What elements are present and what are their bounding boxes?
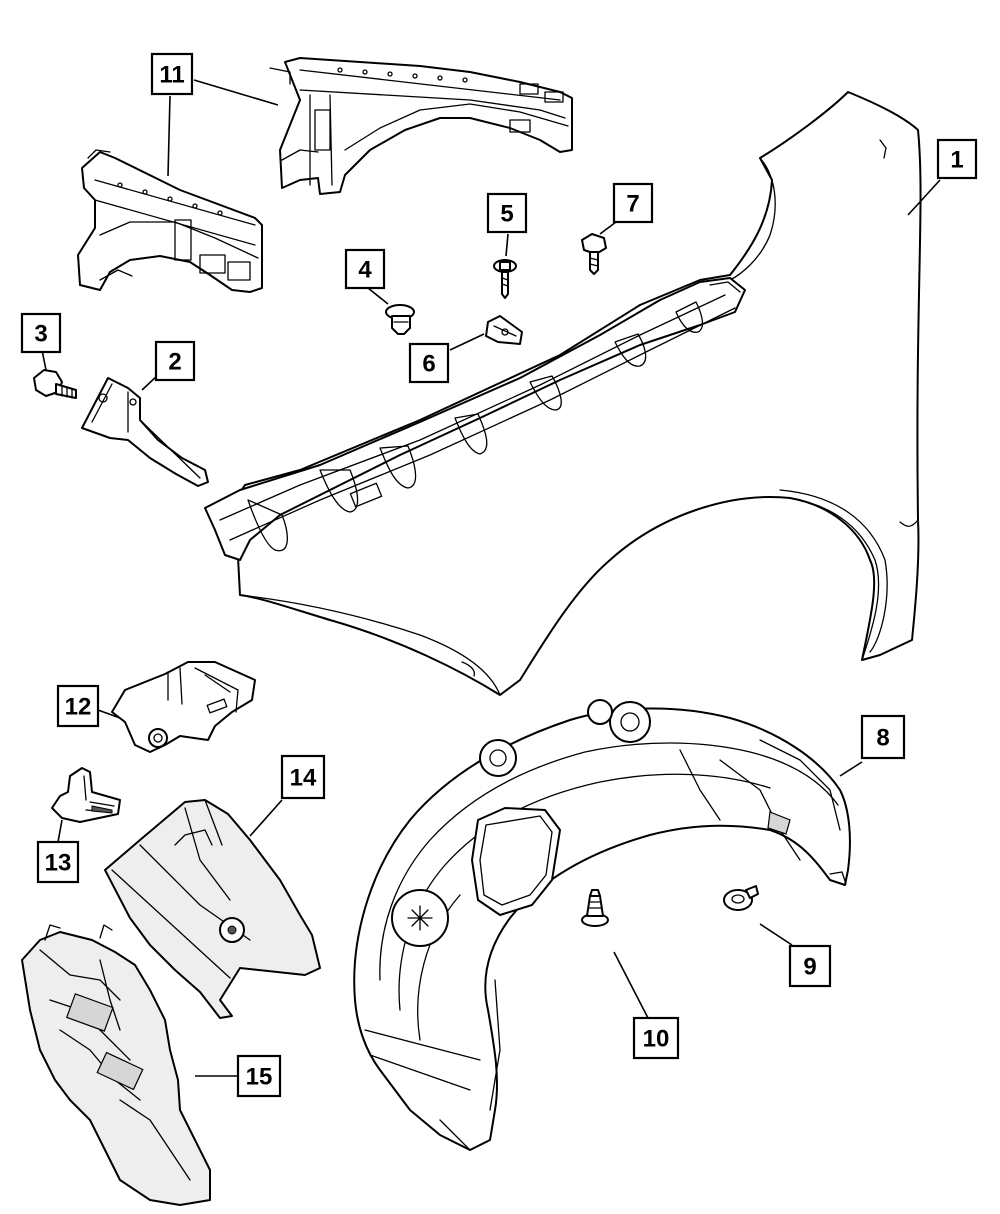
part-14-splash-shield bbox=[104, 799, 321, 1019]
part-2-fender-bracket bbox=[81, 377, 209, 487]
callout-13: 13 bbox=[36, 840, 80, 884]
leader-9 bbox=[759, 923, 793, 946]
part-10-push-pin bbox=[581, 889, 609, 927]
callout-8-label: 8 bbox=[876, 725, 889, 752]
part-8-wheelhouse-liner bbox=[353, 699, 851, 1151]
callout-10: 10 bbox=[632, 1016, 680, 1060]
callout-12: 12 bbox=[56, 684, 100, 728]
callout-9: 9 bbox=[788, 944, 832, 988]
leader-7 bbox=[599, 221, 617, 235]
callout-6-label: 6 bbox=[422, 351, 435, 378]
callout-1: 1 bbox=[936, 138, 978, 180]
part-5-screw bbox=[493, 259, 517, 299]
part-9-push-clip bbox=[723, 885, 759, 911]
leader-14 bbox=[249, 799, 283, 837]
callout-10-label: 10 bbox=[643, 1026, 670, 1053]
leader-1 bbox=[907, 179, 941, 216]
fender-mounting-flange bbox=[204, 277, 746, 561]
callout-5-label: 5 bbox=[500, 201, 513, 228]
leader-11a bbox=[193, 79, 279, 106]
callout-11: 11 bbox=[150, 52, 194, 96]
leader-3 bbox=[41, 349, 47, 371]
callout-3-label: 3 bbox=[34, 321, 47, 348]
part-13-mounting-bracket bbox=[51, 767, 121, 823]
leader-10 bbox=[613, 951, 649, 1019]
callout-9-label: 9 bbox=[803, 954, 816, 981]
callout-2-label: 2 bbox=[168, 349, 181, 376]
part-6-nut-clip bbox=[485, 315, 523, 345]
callout-12-label: 12 bbox=[65, 694, 92, 721]
callout-3: 3 bbox=[20, 312, 62, 354]
callout-7-label: 7 bbox=[626, 191, 639, 218]
callout-15-label: 15 bbox=[246, 1064, 273, 1091]
callout-7: 7 bbox=[612, 182, 654, 224]
callout-5: 5 bbox=[486, 192, 528, 234]
callout-4: 4 bbox=[344, 248, 386, 290]
callout-2: 2 bbox=[154, 340, 196, 382]
callout-13-label: 13 bbox=[45, 850, 72, 877]
callout-14-label: 14 bbox=[290, 765, 317, 792]
callout-4-label: 4 bbox=[358, 257, 372, 284]
leader-13 bbox=[57, 819, 63, 843]
part-12-bracket bbox=[111, 661, 256, 753]
leader-11b bbox=[167, 95, 171, 177]
leader-5 bbox=[505, 233, 509, 257]
leader-lines bbox=[41, 79, 941, 1077]
part-3-bolt bbox=[33, 369, 77, 399]
callout-11-label: 11 bbox=[159, 62, 184, 89]
leader-6 bbox=[449, 333, 485, 351]
callout-15: 15 bbox=[236, 1054, 282, 1098]
part-15-lower-shield bbox=[21, 924, 211, 1206]
part-4-push-pin-clip bbox=[385, 304, 415, 335]
callout-1-label: 1 bbox=[950, 147, 963, 174]
leader-4 bbox=[367, 287, 389, 305]
callout-8: 8 bbox=[860, 714, 906, 760]
callout-14: 14 bbox=[280, 754, 326, 800]
leader-12 bbox=[97, 709, 121, 719]
callout-6: 6 bbox=[408, 342, 450, 384]
leader-8 bbox=[839, 761, 863, 777]
part-11-fender-support-rails bbox=[77, 57, 573, 293]
part-1-front-fender bbox=[234, 91, 922, 696]
part-7-bolt bbox=[581, 233, 607, 275]
